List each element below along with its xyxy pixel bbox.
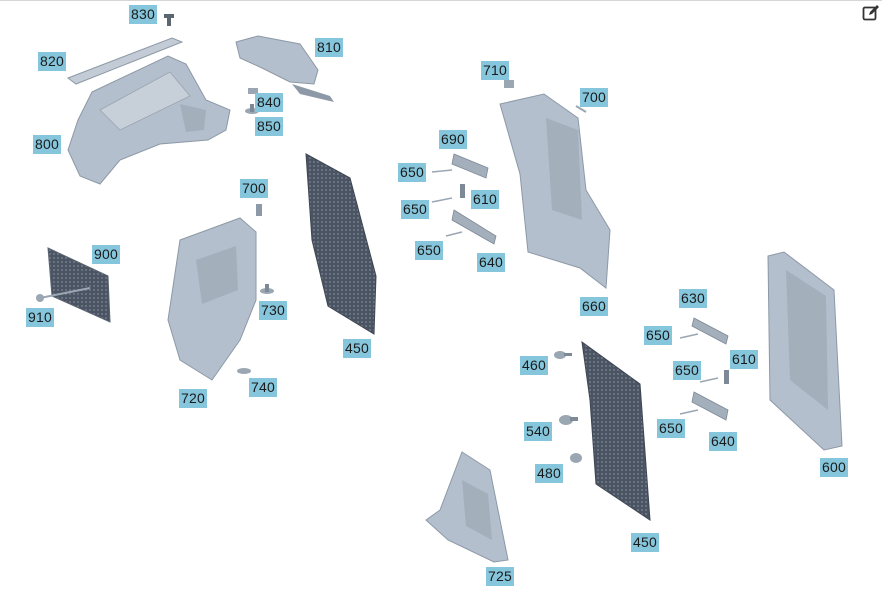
part-700-clip-right	[575, 105, 587, 113]
part-460-fastener	[554, 351, 572, 359]
callout-725[interactable]: 725	[486, 567, 514, 586]
part-450-mat-lower	[581, 340, 651, 521]
callout-610[interactable]: 610	[730, 350, 758, 369]
callout-720[interactable]: 720	[179, 389, 207, 408]
top-divider	[0, 0, 882, 1]
callout-800[interactable]: 800	[33, 135, 61, 154]
part-720-trim	[167, 217, 257, 381]
part-830-clip	[164, 14, 174, 26]
part-800-trunk-floor	[67, 55, 231, 185]
callout-660[interactable]: 660	[580, 297, 608, 316]
part-600-pillar-trim	[767, 251, 843, 451]
edit-icon	[862, 5, 879, 21]
callout-840[interactable]: 840	[255, 93, 283, 112]
callout-700[interactable]: 700	[240, 179, 268, 198]
part-700-clip-left	[256, 204, 262, 216]
callout-650[interactable]: 650	[657, 419, 685, 438]
callout-830[interactable]: 830	[129, 5, 157, 24]
part-740-fastener	[237, 368, 251, 374]
part-540-fastener	[559, 415, 578, 425]
part-650-screws-upper	[431, 169, 463, 237]
part-640-bracket-lower	[691, 391, 729, 421]
callout-460[interactable]: 460	[520, 356, 548, 375]
callout-690[interactable]: 690	[439, 130, 467, 149]
part-820-strip	[66, 37, 184, 85]
callout-700[interactable]: 700	[580, 88, 608, 107]
callout-630[interactable]: 630	[679, 289, 707, 308]
callout-910[interactable]: 910	[26, 308, 54, 327]
part-810-cover	[235, 35, 334, 102]
part-910-bolt	[36, 287, 91, 302]
part-660-pillar-trim	[499, 93, 611, 289]
callout-820[interactable]: 820	[38, 52, 66, 71]
callout-480[interactable]: 480	[535, 464, 563, 483]
callout-650[interactable]: 650	[644, 326, 672, 345]
part-630-bracket	[691, 317, 729, 345]
part-690-bracket	[451, 153, 489, 179]
callout-650[interactable]: 650	[415, 241, 443, 260]
callout-610[interactable]: 610	[471, 190, 499, 209]
edit-button[interactable]	[862, 4, 880, 22]
callout-640[interactable]: 640	[709, 432, 737, 451]
callout-450[interactable]: 450	[343, 339, 371, 358]
callout-810[interactable]: 810	[315, 38, 343, 57]
callout-650[interactable]: 650	[401, 200, 429, 219]
part-610-clip-lower	[724, 370, 729, 384]
part-650-screws-lower	[679, 333, 719, 415]
callout-900[interactable]: 900	[92, 245, 120, 264]
callout-730[interactable]: 730	[259, 301, 287, 320]
part-710-clip	[504, 80, 514, 88]
part-840-bracket	[248, 88, 258, 94]
part-730-fastener	[260, 284, 274, 294]
callout-850[interactable]: 850	[255, 117, 283, 136]
callout-450[interactable]: 450	[631, 533, 659, 552]
part-640-bracket-upper	[451, 209, 497, 245]
part-725-trim	[425, 451, 509, 563]
callout-710[interactable]: 710	[481, 61, 509, 80]
callout-650[interactable]: 650	[398, 163, 426, 182]
callout-540[interactable]: 540	[524, 422, 552, 441]
callout-740[interactable]: 740	[249, 378, 277, 397]
part-450-mat-upper	[305, 153, 377, 335]
part-610-clip-upper	[460, 184, 465, 198]
callout-600[interactable]: 600	[820, 458, 848, 477]
callout-650[interactable]: 650	[673, 361, 701, 380]
part-480-fastener	[570, 453, 582, 463]
callout-640[interactable]: 640	[477, 253, 505, 272]
part-900-plate	[47, 247, 111, 323]
